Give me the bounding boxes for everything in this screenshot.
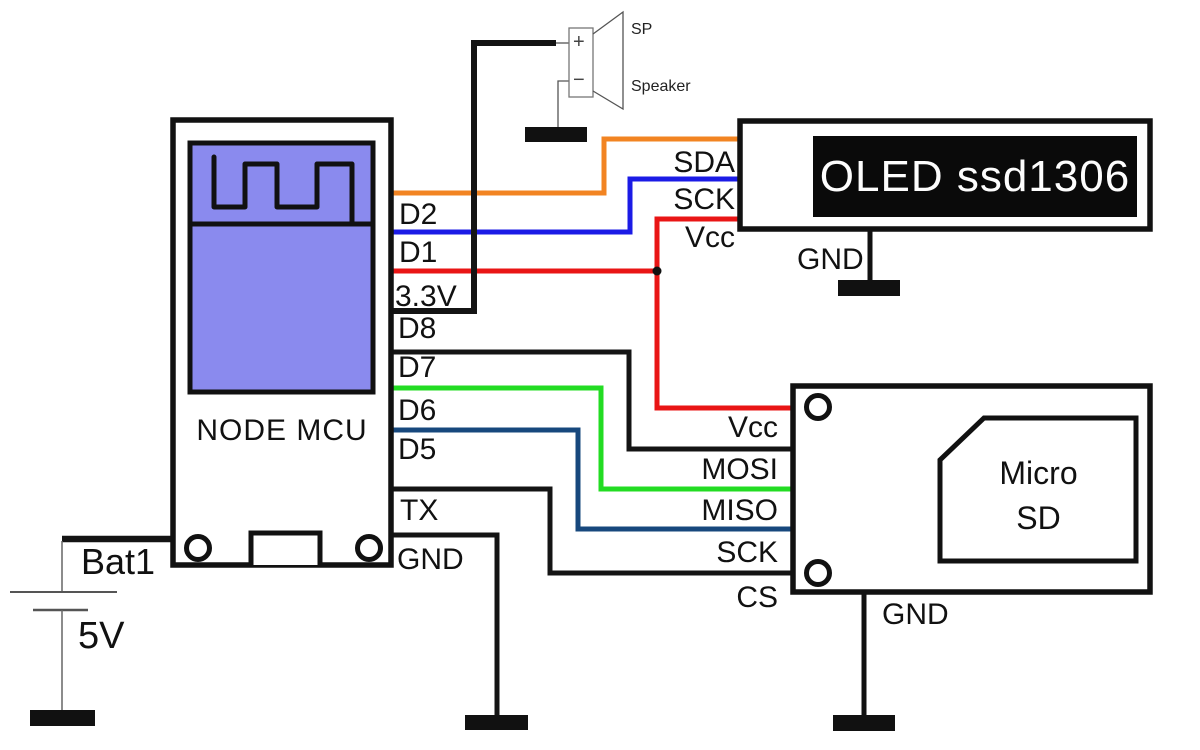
nodemcu-pin-label-d5: D5 <box>398 433 437 466</box>
wire-d6-miso-green <box>388 385 795 492</box>
oled-gnd-label: GND <box>797 243 864 276</box>
oled-title: OLED ssd1306 <box>819 151 1131 201</box>
oled-pin-label-sck: SCK <box>673 183 735 216</box>
ground-symbol-sd <box>833 715 895 731</box>
mounting-hole-left <box>184 534 212 562</box>
sd-pin-label-sck: SCK <box>716 536 778 569</box>
nodemcu-title: NODE MCU <box>196 414 368 447</box>
ground-symbol-oled <box>838 280 900 296</box>
wire-d8-speaker-black <box>388 40 556 314</box>
wire-3v3-oled-vcc-red <box>388 216 742 274</box>
nodemcu-pin-label-d1: D1 <box>399 236 438 269</box>
antenna-trace <box>211 154 355 227</box>
battery-voltage-label: 5V <box>78 615 125 657</box>
sd-mounting-hole-top <box>804 393 832 421</box>
speaker-minus-terminal: − <box>573 69 585 91</box>
oled-screen <box>813 136 1137 217</box>
junction-dot <box>652 266 662 276</box>
wire-d5-sck-navy <box>388 427 795 532</box>
wire-d7-mosi-black <box>388 349 795 452</box>
wire-3v3-sd-vcc-red <box>654 271 795 411</box>
oled-pin-label-vcc: Vcc <box>684 221 735 254</box>
speaker-body <box>568 27 594 98</box>
sd-card-label-line2: SD <box>1016 500 1061 536</box>
ground-symbol-speaker <box>525 127 587 142</box>
nodemcu-chip-body <box>187 140 376 395</box>
speaker-name-label: Speaker <box>631 78 691 95</box>
battery-ref-label: Bat1 <box>81 541 156 582</box>
wire-gnd-black <box>388 532 500 716</box>
nodemcu-pin-label-d8: D8 <box>398 312 437 345</box>
sd-pin-label-miso: MISO <box>701 494 778 527</box>
ground-symbol-nodemcu <box>465 715 528 730</box>
sd-gnd-label: GND <box>882 598 949 631</box>
nodemcu-pin-label-d6: D6 <box>398 394 437 427</box>
speaker-minus-lead <box>557 80 569 128</box>
wire-d1-sck-blue <box>388 176 742 235</box>
mounting-hole-right <box>355 534 383 562</box>
wire-d2-sda-orange <box>388 136 742 196</box>
speaker-cone <box>592 10 624 111</box>
oled-pin-label-sda: SDA <box>673 146 735 179</box>
ground-symbol-battery <box>30 710 95 726</box>
sd-card-shape <box>937 415 1139 564</box>
sd-pin-label-vcc: Vcc <box>727 411 778 444</box>
nodemcu-pin-label-d7: D7 <box>398 351 437 384</box>
sd-mounting-hole-bottom <box>804 559 832 587</box>
nodemcu-pin-label-tx: TX <box>400 494 439 527</box>
usb-connector <box>248 530 323 565</box>
nodemcu-pin-label-gnd: GND <box>397 543 464 576</box>
nodemcu-pin-label-d2: D2 <box>399 198 438 231</box>
sd-pin-label-cs: CS <box>736 581 778 614</box>
wire-tx-cs-black <box>388 486 795 576</box>
sd-card-label-line1: Micro <box>999 455 1078 491</box>
sd-pin-label-mosi: MOSI <box>701 453 778 486</box>
speaker-plus-terminal: + <box>573 31 585 53</box>
speaker-ref-label: SP <box>631 21 653 38</box>
nodemcu-pin-label-3v3: 3.3V <box>395 280 457 313</box>
